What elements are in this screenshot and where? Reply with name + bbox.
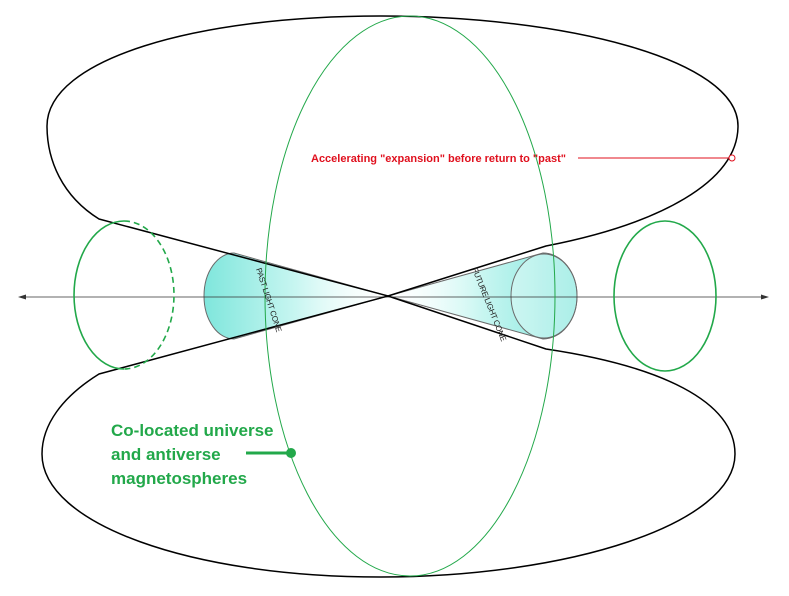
magnetosphere-label-line1: Co-located universe (111, 421, 274, 440)
left-ring-back (123, 220, 175, 370)
vertical-magnetosphere (264, 15, 556, 577)
magnetosphere-label-line3: magnetospheres (111, 469, 247, 488)
left-ring-front (73, 220, 125, 370)
expansion-pointer-dot (728, 154, 736, 162)
expansion-label: Accelerating "expansion" before return t… (311, 153, 566, 165)
future-cone-base (510, 253, 578, 339)
lower-bowl-outline (41, 295, 736, 578)
magnetosphere-label-line2: and antiverse (111, 445, 221, 464)
past-light-cone (203, 252, 390, 340)
axis-left-arrow (18, 294, 26, 300)
upper-bowl-outline (46, 15, 739, 297)
axis-right-arrow (761, 294, 769, 300)
magnetosphere-pointer-dot (286, 448, 296, 458)
right-ring (613, 220, 717, 372)
